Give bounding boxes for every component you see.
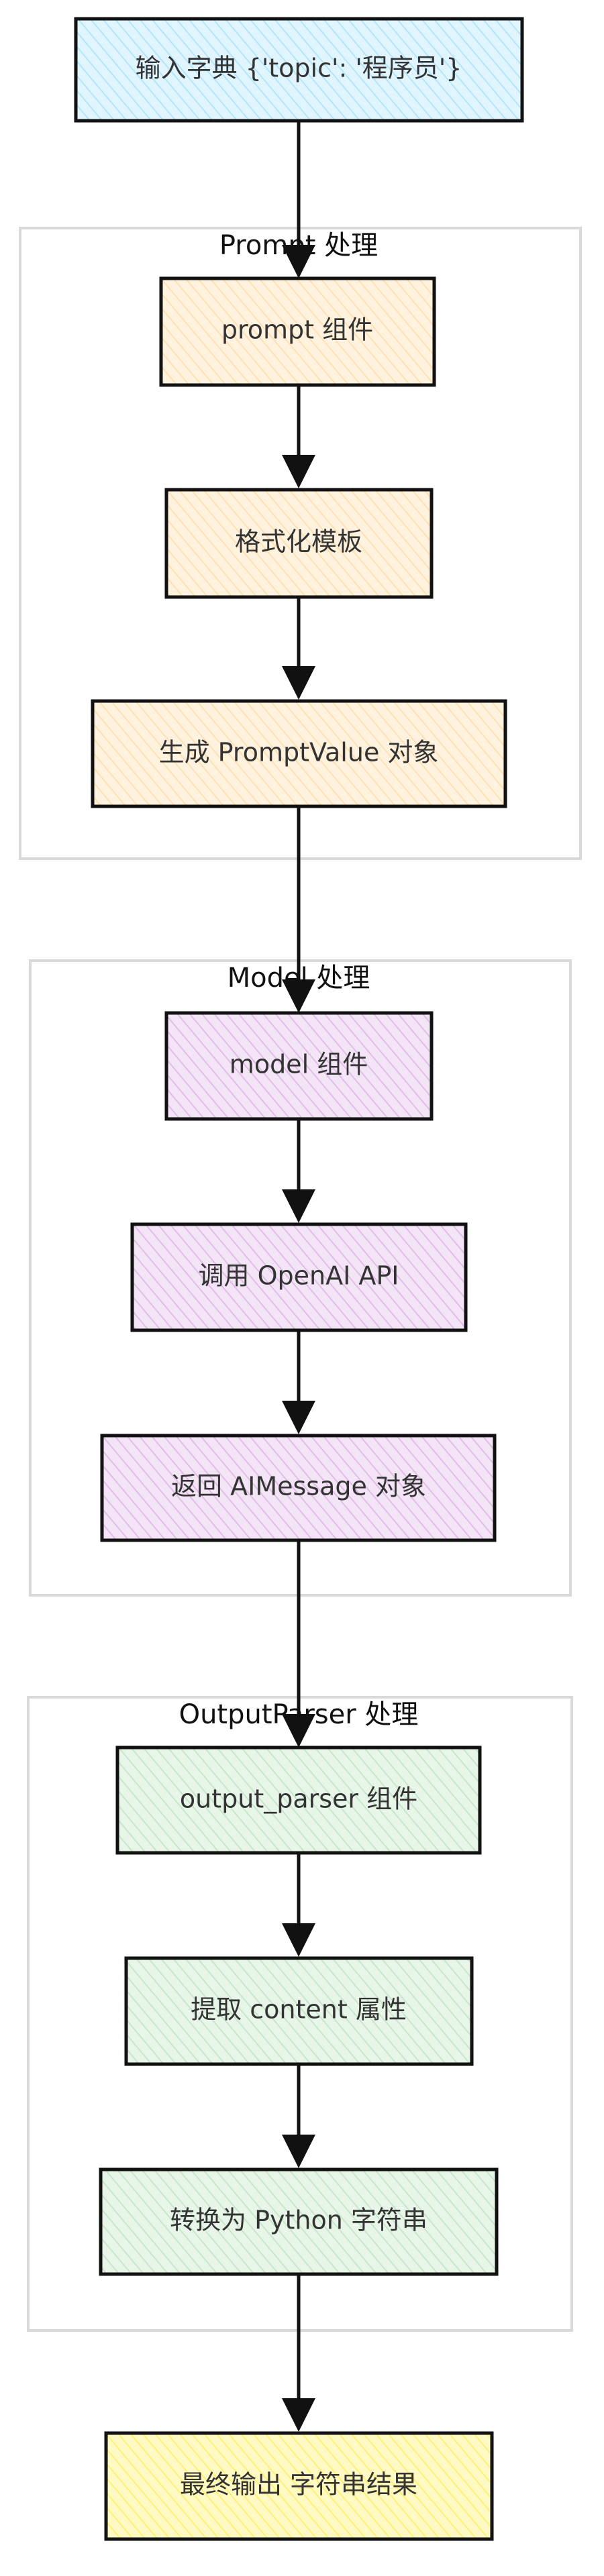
- node-promptvalue: 生成 PromptValue 对象: [91, 699, 507, 808]
- node-output-parser-component-label: output_parser 组件: [180, 1784, 417, 1814]
- node-output-parser-component: output_parser 组件: [115, 1746, 482, 1855]
- node-prompt-component: prompt 组件: [159, 276, 436, 387]
- node-prompt-component-label: prompt 组件: [221, 315, 373, 345]
- group-model-title: Model 处理: [228, 963, 370, 994]
- group-outputparser-title: OutputParser 处理: [179, 1699, 419, 1730]
- node-convert-string: 转换为 Python 字符串: [99, 2167, 499, 2276]
- node-aimessage: 返回 AIMessage 对象: [100, 1434, 497, 1542]
- node-input-label: 输入字典 {'topic': '程序员'}: [136, 54, 462, 83]
- node-model-component-label: model 组件: [230, 1050, 368, 1079]
- node-output: 最终输出 字符串结果: [104, 2431, 494, 2541]
- node-extract-content-label: 提取 content 属性: [191, 1995, 407, 2025]
- node-call-openai-label: 调用 OpenAI API: [199, 1261, 399, 1291]
- node-call-openai: 调用 OpenAI API: [130, 1222, 468, 1332]
- node-output-label: 最终输出 字符串结果: [180, 2470, 417, 2500]
- node-aimessage-label: 返回 AIMessage 对象: [171, 1472, 426, 1501]
- node-extract-content: 提取 content 属性: [124, 1956, 474, 2066]
- node-input: 输入字典 {'topic': '程序员'}: [74, 17, 524, 123]
- node-promptvalue-label: 生成 PromptValue 对象: [159, 738, 439, 767]
- node-format-template: 格式化模板: [164, 488, 434, 599]
- group-prompt-title: Prompt 处理: [219, 230, 378, 261]
- node-convert-string-label: 转换为 Python 字符串: [170, 2206, 427, 2235]
- node-format-template-label: 格式化模板: [235, 527, 362, 557]
- node-model-component: model 组件: [164, 1011, 434, 1121]
